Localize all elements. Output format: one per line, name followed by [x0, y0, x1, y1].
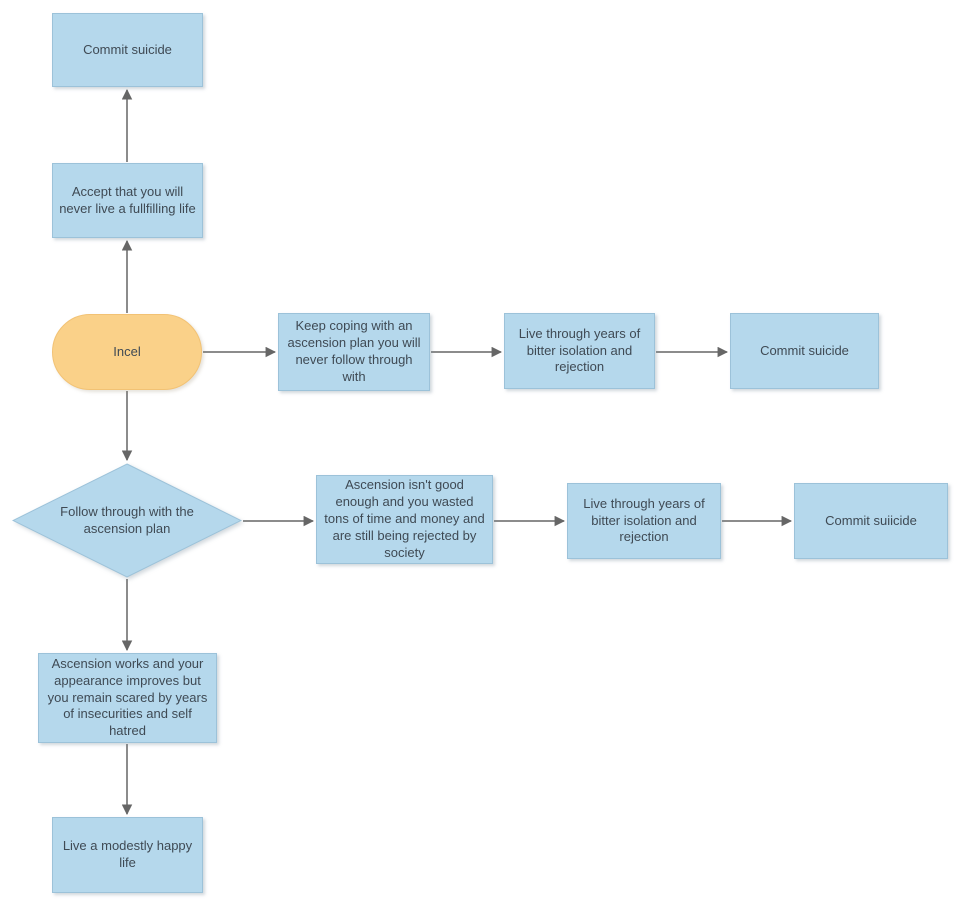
node-label: Incel: [113, 343, 141, 359]
node-label: Commit suiicide: [825, 512, 917, 528]
node-commit-suiicide: Commit suiicide: [794, 483, 948, 559]
node-modestly-happy: Live a modestly happy life: [52, 817, 203, 893]
node-follow-through-decision: Follow through with the ascension plan: [12, 463, 242, 578]
node-ascension-not-enough: Ascension isn't good enough and you wast…: [316, 475, 493, 564]
node-keep-coping: Keep coping with an ascension plan you w…: [278, 313, 430, 391]
node-commit-suicide-top: Commit suicide: [52, 13, 203, 87]
node-isolation-rejection-1: Live through years of bitter isolation a…: [504, 313, 655, 389]
node-label: Keep coping with an ascension plan you w…: [287, 318, 421, 384]
node-incel-start: Incel: [52, 314, 202, 390]
node-label: Live through years of bitter isolation a…: [518, 325, 641, 375]
node-label: Live through years of bitter isolation a…: [583, 495, 705, 545]
node-accept-unfulfilling: Accept that you will never live a fullfi…: [52, 163, 203, 238]
diamond-shape: [12, 463, 242, 578]
node-label: Ascension works and your appearance impr…: [47, 655, 208, 739]
node-label: Accept that you will never live a fullfi…: [59, 183, 196, 216]
node-label: Commit suicide: [83, 41, 172, 57]
node-label: Follow through with the ascension plan: [60, 503, 194, 536]
node-ascension-works: Ascension works and your appearance impr…: [38, 653, 217, 743]
node-label: Ascension isn't good enough and you wast…: [324, 477, 485, 560]
node-label: Live a modestly happy life: [62, 838, 193, 870]
node-isolation-rejection-2: Live through years of bitter isolation a…: [567, 483, 721, 559]
node-commit-suicide-mid: Commit suicide: [730, 313, 879, 389]
node-label: Commit suicide: [760, 342, 849, 358]
